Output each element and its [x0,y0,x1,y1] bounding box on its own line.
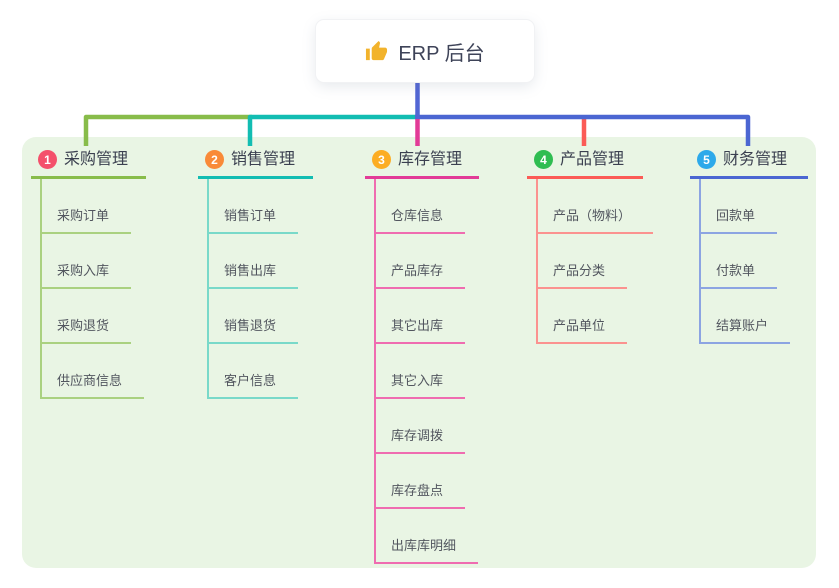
branches-panel [22,137,816,568]
branch-label: 采购管理 [64,151,129,168]
branch-number-badge: 3 [372,150,391,169]
child-node[interactable]: 仓库信息 [376,179,466,234]
branch-children: 产品（物料） 产品分类 产品单位 [536,179,654,344]
branch-number-badge: 2 [205,150,224,169]
child-node[interactable]: 其它入库 [376,344,466,399]
child-node[interactable]: 销售退货 [209,289,299,344]
child-node[interactable]: 出库库明细 [376,509,479,564]
child-node[interactable]: 采购退货 [42,289,132,344]
child-node[interactable]: 采购入库 [42,234,132,289]
branch-inventory: 3 库存管理 仓库信息 产品库存 其它出库 其它入库 库存调拨 库存盘点 出库库… [365,150,479,564]
child-node[interactable]: 产品库存 [376,234,466,289]
branch-label: 财务管理 [723,151,788,168]
branch-children: 仓库信息 产品库存 其它出库 其它入库 库存调拨 库存盘点 出库库明细 [374,179,479,564]
branch-product: 4 产品管理 产品（物料） 产品分类 产品单位 [527,150,654,344]
branch-header[interactable]: 5 财务管理 [690,150,808,179]
child-node[interactable]: 付款单 [701,234,778,289]
branch-number-badge: 5 [697,150,716,169]
thumbs-up-icon [365,40,388,63]
branch-sales: 2 销售管理 销售订单 销售出库 销售退货 客户信息 [198,150,313,399]
branch-number-badge: 1 [38,150,57,169]
child-node[interactable]: 库存盘点 [376,454,466,509]
branch-finance: 5 财务管理 回款单 付款单 结算账户 [690,150,808,344]
child-node[interactable]: 产品分类 [538,234,628,289]
branch-header[interactable]: 4 产品管理 [527,150,643,179]
child-node[interactable]: 产品（物料） [538,179,654,234]
branch-purchase: 1 采购管理 采购订单 采购入库 采购退货 供应商信息 [31,150,146,399]
branch-header[interactable]: 3 库存管理 [365,150,479,179]
child-node[interactable]: 回款单 [701,179,778,234]
root-label: ERP 后台 [398,42,485,65]
child-node[interactable]: 客户信息 [209,344,299,399]
branch-header[interactable]: 1 采购管理 [31,150,146,179]
branch-children: 销售订单 销售出库 销售退货 客户信息 [207,179,299,399]
child-node[interactable]: 销售出库 [209,234,299,289]
child-node[interactable]: 结算账户 [701,289,791,344]
child-node[interactable]: 销售订单 [209,179,299,234]
child-node[interactable]: 库存调拨 [376,399,466,454]
branch-children: 采购订单 采购入库 采购退货 供应商信息 [40,179,145,399]
branch-label: 产品管理 [560,151,625,168]
child-node[interactable]: 供应商信息 [42,344,145,399]
branch-label: 销售管理 [231,151,296,168]
branch-label: 库存管理 [398,151,463,168]
branch-children: 回款单 付款单 结算账户 [699,179,791,344]
branch-header[interactable]: 2 销售管理 [198,150,313,179]
child-node[interactable]: 采购订单 [42,179,132,234]
branch-number-badge: 4 [534,150,553,169]
child-node[interactable]: 产品单位 [538,289,628,344]
child-node[interactable]: 其它出库 [376,289,466,344]
root-node[interactable]: ERP 后台 [316,20,534,82]
